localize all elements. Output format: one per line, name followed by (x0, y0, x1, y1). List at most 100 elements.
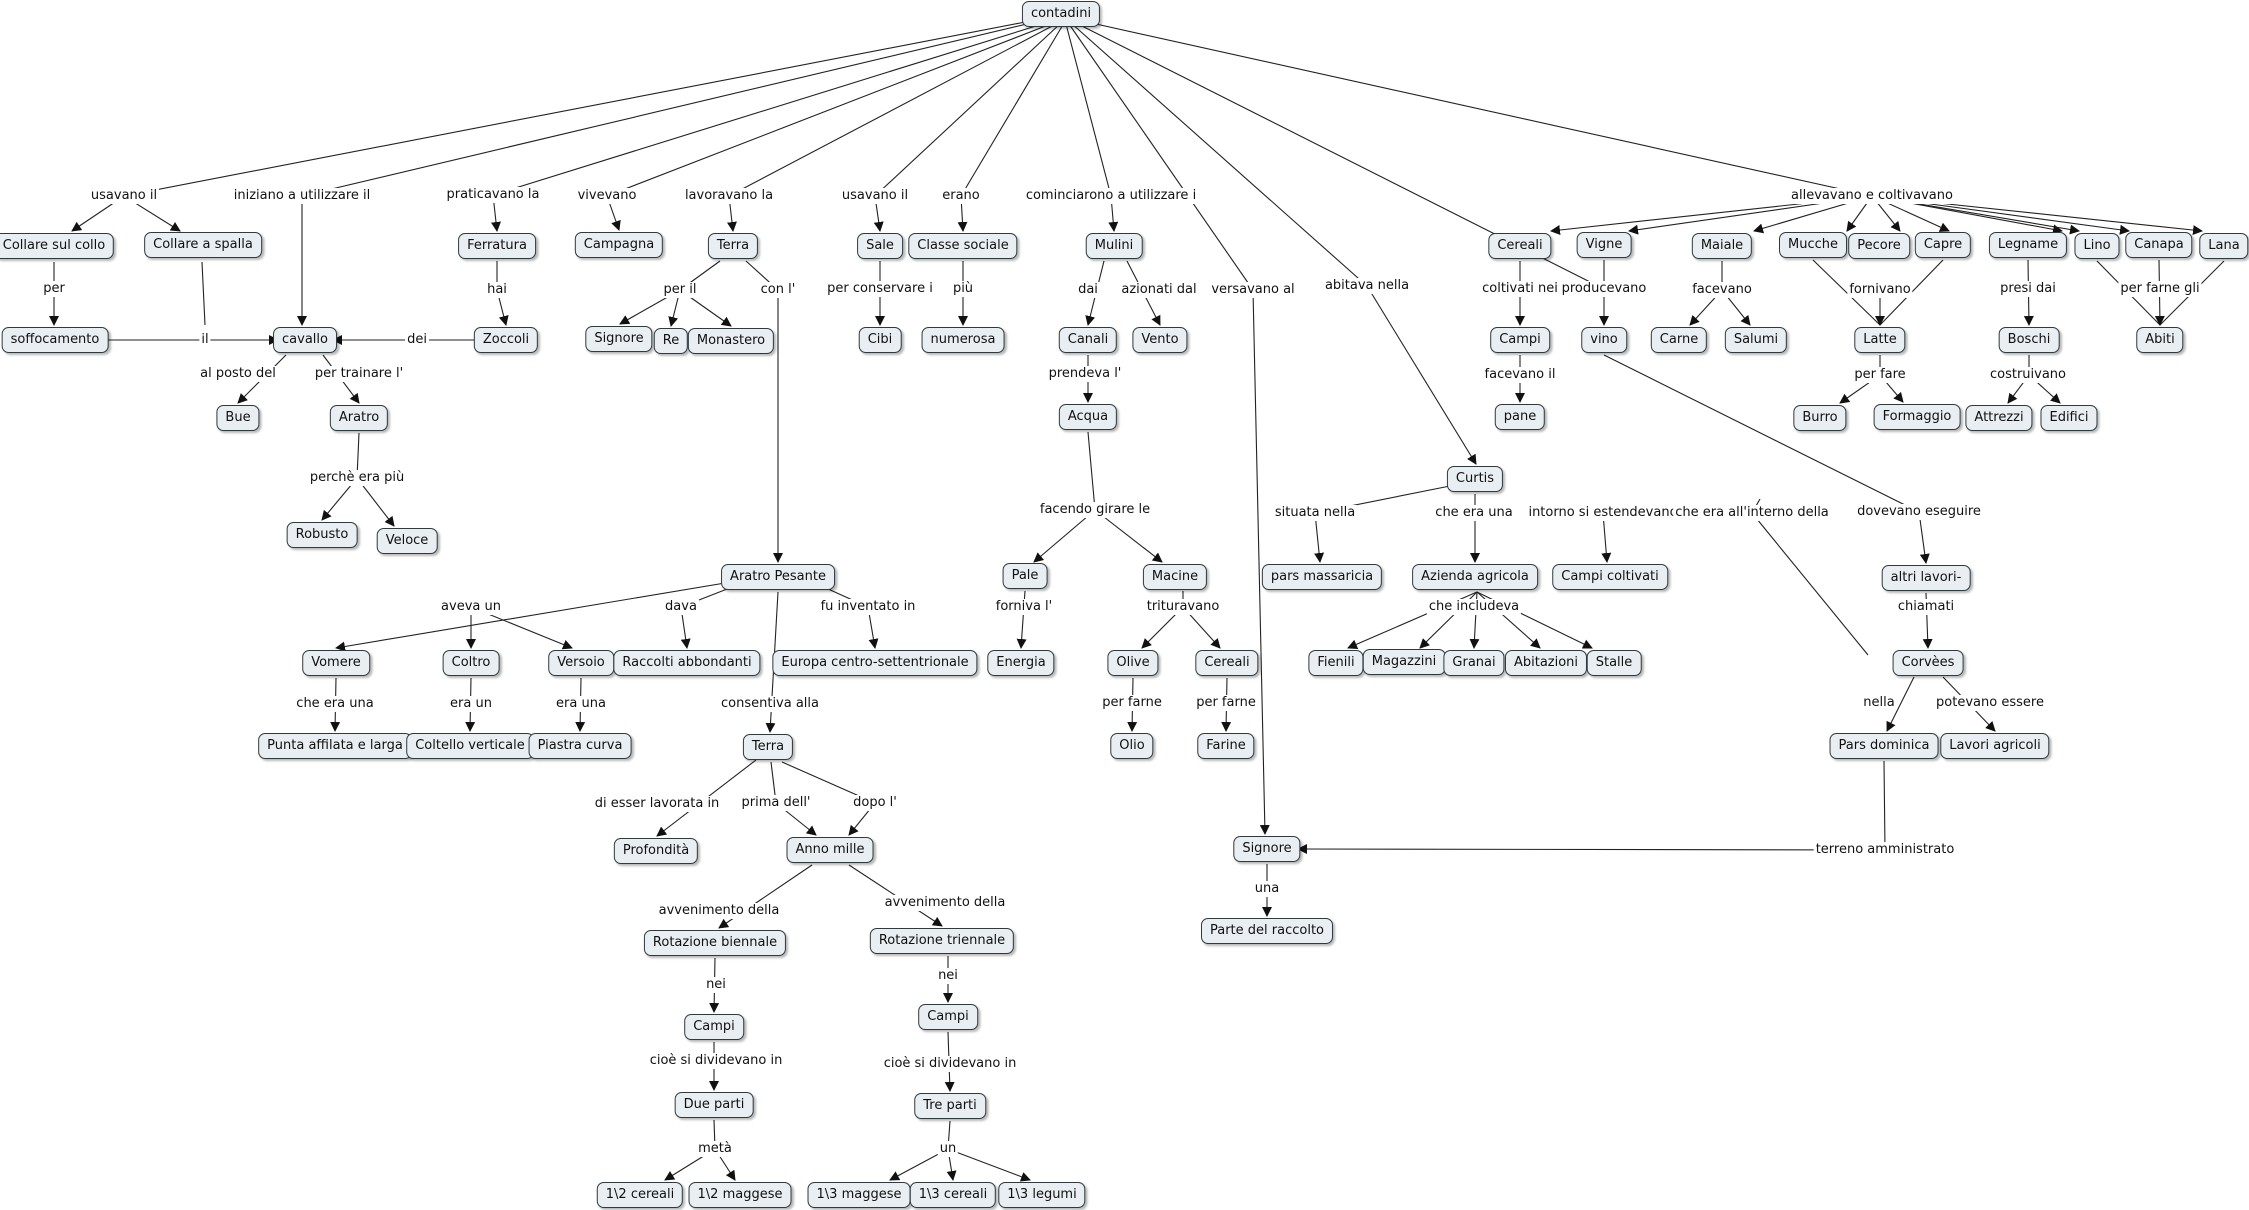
node-farine[interactable]: Farine (1197, 733, 1255, 759)
node-terra-consentiva[interactable]: Terra (742, 734, 794, 760)
node-rotazione-biennale[interactable]: Rotazione biennale (643, 930, 787, 956)
node-campi-biennale[interactable]: Campi (684, 1014, 744, 1040)
node-raccolti-abbondanti[interactable]: Raccolti abbondanti (613, 650, 761, 676)
node-pars-massaricia[interactable]: pars massaricia (1261, 564, 1383, 590)
node-cereali-terzo[interactable]: 1\3 cereali (909, 1182, 997, 1208)
line-connector (728, 22, 1059, 197)
node-sale[interactable]: Sale (857, 233, 903, 259)
node-vomere[interactable]: Vomere (302, 650, 370, 676)
line-connector (492, 20, 1053, 196)
node-coltello-verticale[interactable]: Coltello verticale (406, 733, 534, 759)
node-classe-sociale[interactable]: Classe sociale (908, 233, 1018, 259)
node-pane[interactable]: pane (1494, 404, 1546, 430)
node-salumi[interactable]: Salumi (1724, 327, 1788, 353)
node-curtis[interactable]: Curtis (1446, 466, 1504, 492)
node-cereali-coltivati[interactable]: Cereali (1488, 233, 1552, 259)
node-monastero[interactable]: Monastero (687, 328, 775, 354)
node-veloce[interactable]: Veloce (376, 528, 438, 554)
node-bue[interactable]: Bue (216, 405, 260, 431)
node-legname[interactable]: Legname (1988, 232, 2068, 258)
node-stalle[interactable]: Stalle (1586, 650, 1642, 676)
node-cibi[interactable]: Cibi (858, 327, 902, 353)
node-due-parti[interactable]: Due parti (674, 1092, 754, 1118)
node-cereali-macinati[interactable]: Cereali (1195, 650, 1259, 676)
node-signore-raccolto[interactable]: Signore (1233, 836, 1301, 862)
node-legumi-terzo[interactable]: 1\3 legumi (998, 1182, 1086, 1208)
node-olive[interactable]: Olive (1107, 650, 1159, 676)
node-campi-triennale[interactable]: Campi (918, 1004, 978, 1030)
node-signore-terra[interactable]: Signore (585, 326, 653, 352)
node-boschi[interactable]: Boschi (1998, 327, 2060, 353)
node-abitazioni[interactable]: Abitazioni (1504, 650, 1588, 676)
node-campi-coltivati[interactable]: Campi coltivati (1552, 564, 1668, 590)
node-contadini[interactable]: contadini (1021, 1, 1101, 27)
node-cavallo[interactable]: cavallo (273, 327, 337, 353)
node-zoccoli[interactable]: Zoccoli (473, 327, 539, 353)
node-canali[interactable]: Canali (1058, 327, 1118, 353)
node-mucche[interactable]: Mucche (1779, 232, 1847, 258)
node-fienili[interactable]: Fienili (1308, 650, 1364, 676)
node-pecore[interactable]: Pecore (1848, 233, 1910, 259)
node-soffocamento[interactable]: soffocamento (1, 327, 109, 353)
node-rotazione-triennale[interactable]: Rotazione triennale (869, 928, 1015, 954)
node-maiale[interactable]: Maiale (1691, 233, 1753, 259)
node-edifici[interactable]: Edifici (2040, 405, 2098, 431)
node-aratro-pesante[interactable]: Aratro Pesante (721, 564, 835, 590)
node-pale[interactable]: Pale (1002, 563, 1048, 589)
arrow-connector (1886, 676, 1915, 732)
link-un: un (937, 1141, 959, 1157)
node-canapa[interactable]: Canapa (2125, 232, 2193, 258)
node-robusto[interactable]: Robusto (286, 522, 358, 548)
node-coltro[interactable]: Coltro (442, 650, 500, 676)
node-latte[interactable]: Latte (1854, 327, 1906, 353)
node-tre-parti[interactable]: Tre parti (914, 1093, 986, 1119)
node-anno-mille[interactable]: Anno mille (786, 837, 874, 863)
node-pars-dominica[interactable]: Pars dominica (1829, 733, 1939, 759)
node-granai[interactable]: Granai (1443, 650, 1505, 676)
node-lana[interactable]: Lana (2199, 233, 2249, 259)
node-punta-affilata[interactable]: Punta affilata e larga (258, 733, 412, 759)
node-collare-a-spalla[interactable]: Collare a spalla (144, 232, 262, 258)
node-campagna[interactable]: Campagna (574, 232, 664, 258)
link-iniziano-a-utilizzare: iniziano a utilizzare il (231, 188, 373, 204)
node-azienda-agricola[interactable]: Azienda agricola (1412, 564, 1538, 590)
node-lavori-agricoli[interactable]: Lavori agricoli (1940, 733, 2050, 759)
node-terra-lavorata[interactable]: Terra (707, 233, 759, 259)
node-collare-sul-collo[interactable]: Collare sul collo (0, 233, 115, 259)
node-cereali-meta[interactable]: 1\2 cereali (596, 1182, 684, 1208)
node-macine[interactable]: Macine (1142, 564, 1208, 590)
node-europa[interactable]: Europa centro-settentrionale (772, 650, 978, 676)
node-altri-lavori[interactable]: altri lavori- (1881, 565, 1971, 591)
node-olio[interactable]: Olio (1110, 733, 1154, 759)
node-vigne[interactable]: Vigne (1576, 232, 1632, 258)
node-corvees[interactable]: Corvèes (1892, 650, 1964, 676)
node-versoio[interactable]: Versoio (548, 650, 614, 676)
node-profondita[interactable]: Profondità (613, 838, 699, 864)
node-abiti[interactable]: Abiti (2136, 327, 2184, 353)
node-aratro[interactable]: Aratro (329, 405, 389, 431)
node-parte-del-raccolto[interactable]: Parte del raccolto (1200, 918, 1334, 944)
node-campi-cereali[interactable]: Campi (1490, 327, 1550, 353)
node-re[interactable]: Re (653, 328, 689, 354)
node-piastra-curva[interactable]: Piastra curva (528, 733, 632, 759)
node-maggese-meta[interactable]: 1\2 maggese (688, 1182, 792, 1208)
node-acqua[interactable]: Acqua (1058, 404, 1118, 430)
node-magazzini[interactable]: Magazzini (1362, 649, 1446, 675)
node-capre[interactable]: Capre (1914, 232, 1972, 258)
node-ferratura[interactable]: Ferratura (458, 233, 536, 259)
node-burro[interactable]: Burro (1793, 405, 1847, 431)
link-erano: erano (940, 188, 982, 204)
node-vino[interactable]: vino (1581, 327, 1627, 353)
node-vento[interactable]: Vento (1132, 327, 1188, 353)
node-lino[interactable]: Lino (2074, 233, 2120, 259)
arrow-connector (1601, 512, 1612, 563)
node-mulini[interactable]: Mulini (1085, 233, 1143, 259)
node-formaggio[interactable]: Formaggio (1873, 404, 1961, 430)
node-carne[interactable]: Carne (1650, 327, 1708, 353)
link-per-farne-gli: per farne gli (2118, 281, 2202, 297)
arrow-connector (1033, 509, 1096, 563)
node-maggese-terzo[interactable]: 1\3 maggese (807, 1182, 911, 1208)
node-numerosa[interactable]: numerosa (921, 327, 1005, 353)
node-attrezzi[interactable]: Attrezzi (1965, 405, 2033, 431)
node-energia[interactable]: Energia (987, 650, 1055, 676)
